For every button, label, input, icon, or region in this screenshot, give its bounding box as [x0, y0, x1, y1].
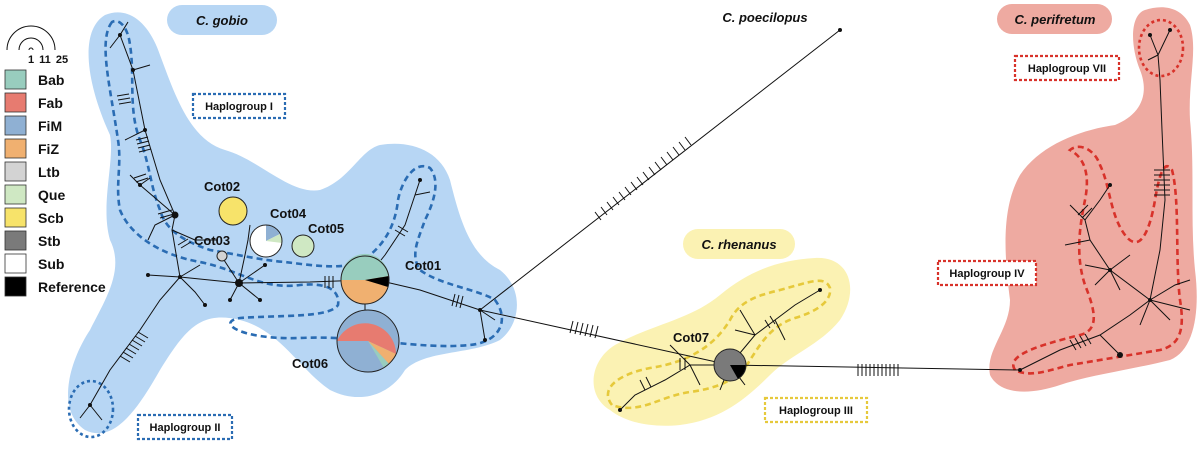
legend-label-scb: Scb: [38, 210, 64, 226]
perifretum-region: [989, 7, 1197, 392]
rhenanus-label-bg: [683, 229, 795, 259]
size-legend-value-1: 1: [28, 54, 34, 66]
haplotype-node-cot05: [291, 234, 315, 258]
haplotype-node-cot07: [713, 348, 747, 382]
small-nodes: [88, 28, 1172, 412]
legend-swatch-fab: [4, 92, 27, 113]
legend-label-fiz: FiZ: [38, 141, 59, 157]
legend-label-stb: Stb: [38, 233, 61, 249]
haplotype-label-cot01: Cot01: [405, 258, 441, 273]
legend-swatch-bab: [4, 69, 27, 90]
legend-label-que: Que: [38, 187, 65, 203]
legend-label-fim: FiM: [38, 118, 62, 134]
gobio-region: [68, 12, 517, 434]
haplotype-label-cot03: Cot03: [194, 233, 230, 248]
haplogroup-outlines: [67, 18, 1185, 439]
haplotype-node-cot03: [216, 250, 228, 262]
haplotype-label-cot06: Cot06: [292, 356, 328, 371]
legend-label-fab: Fab: [38, 95, 63, 111]
haplogroup-III-outline: [606, 279, 832, 410]
legend-swatch-que: [4, 184, 27, 205]
size-legend: [6, 25, 56, 51]
haplotype-label-cot02: Cot02: [204, 179, 240, 194]
species-label-gobio: C. gobio: [196, 13, 248, 28]
gobio-label-bg: [167, 5, 277, 35]
legend-label-ltb: Ltb: [38, 164, 60, 180]
legend-swatch-fim: [4, 115, 27, 136]
species-label-poecilopus: C. poecilopus: [722, 10, 807, 25]
haplotype-node-cot04: [249, 224, 283, 258]
legend-swatch-sub: [4, 253, 27, 274]
haplogroup-IV-outline: [1012, 145, 1184, 375]
legend-label-sub: Sub: [38, 256, 64, 272]
haplotype-node-cot06: [336, 309, 400, 373]
haplogroup-label-IV: Haplogroup IV: [949, 268, 1025, 280]
haplotype-label-cot07: Cot07: [673, 330, 709, 345]
legend-swatch-scb: [4, 207, 27, 228]
haplogroup-label-II: Haplogroup II: [150, 422, 221, 434]
haplogroup-label-VII: Haplogroup VII: [1028, 63, 1106, 75]
haplotype-label-cot04: Cot04: [270, 206, 307, 221]
size-legend-value-11: 11: [39, 54, 51, 66]
haplotype-label-cot05: Cot05: [308, 221, 344, 236]
species-label-perifretum: C. perifretum: [1015, 12, 1096, 27]
population-legend: Bab Fab FiM FiZ Ltb Que Scb Stb Sub Refe…: [4, 69, 106, 297]
haplotype-node-cot02: [218, 196, 248, 226]
mutation-ticks: [116, 93, 1170, 391]
perifretum-label-bg: [997, 4, 1112, 34]
legend-swatch-reference: [4, 276, 27, 297]
haplogroup-II-outline: [67, 379, 115, 439]
haplotype-node-cot01: [340, 253, 390, 305]
legend-swatch-stb: [4, 230, 27, 251]
legend-label-reference: Reference: [38, 279, 106, 295]
legend-label-bab: Bab: [38, 72, 64, 88]
haplogroup-I-outline: [104, 19, 504, 348]
size-legend-value-25: 25: [56, 54, 68, 66]
haplogroup-VII-outline: [1137, 18, 1185, 78]
haplogroup-label-III: Haplogroup III: [779, 405, 853, 417]
legend-swatch-fiz: [4, 138, 27, 159]
legend-swatch-ltb: [4, 161, 27, 182]
haplogroup-label-I: Haplogroup I: [205, 101, 273, 113]
species-label-rhenanus: C. rhenanus: [701, 237, 776, 252]
